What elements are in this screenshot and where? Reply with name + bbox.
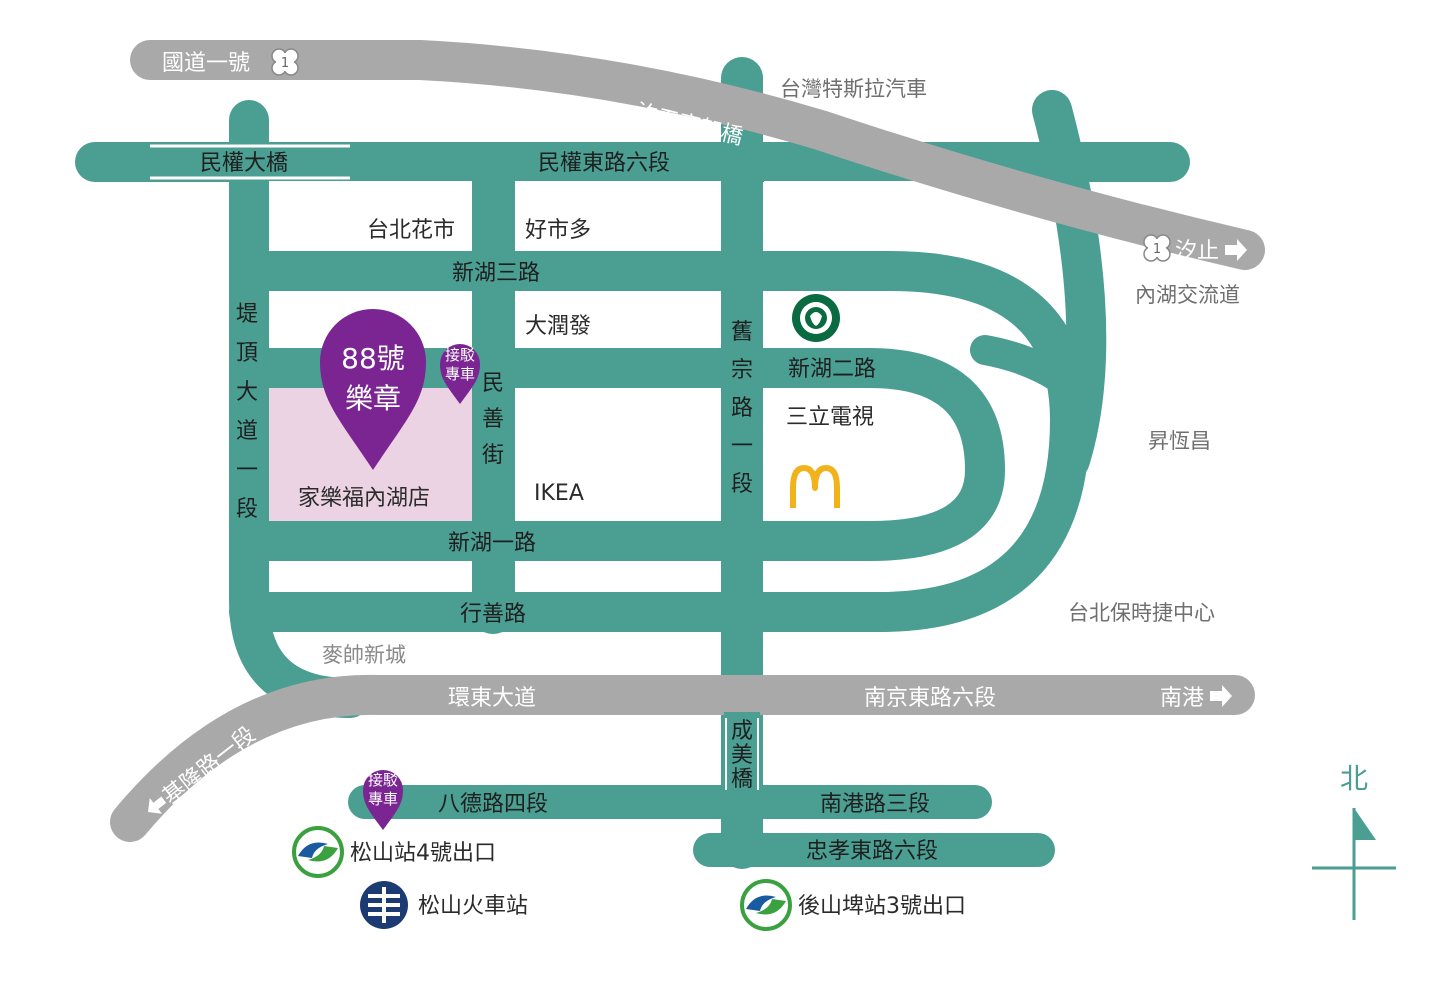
label-xinhu-1st-rd: 新湖一路 [448,531,536,556]
mcdonalds-logo [790,465,840,508]
road-ramp-arc [970,335,1090,405]
tra-logo [360,881,408,929]
label-minshan-st: 民善街 [482,371,504,468]
label-songshan-exit4: 松山站4號出口 [350,841,496,866]
svg-text:民善街: 民善街 [482,371,504,468]
label-tesla: 台灣特斯拉汽車 [780,77,927,101]
label-taipei-porsche: 台北保時捷中心 [1068,601,1215,625]
svg-text:專車: 專車 [368,790,398,808]
label-rt-mart: 大潤發 [525,314,591,339]
label-songshan-train: 松山火車站 [418,894,528,919]
starbucks-logo [792,294,840,342]
label-neihu-interchange: 內湖交流道 [1135,283,1240,307]
highway-shield-icon: 1 [271,48,299,76]
highway-huandong [110,674,1255,842]
pin-main-location: 88號 樂章 [320,309,426,470]
label-diding-ave: 堤頂大道一段 [236,302,258,522]
road-east-arc [1032,90,1107,480]
label-minquan-bridge: 民權大橋 [200,151,288,176]
highway-national [130,40,1265,270]
svg-text:接駁: 接駁 [445,346,475,364]
label-chengmei-bridge: 成美橋 [731,719,753,792]
label-nangang-rd: 南港路三段 [820,792,930,817]
label-xinhu-3rd-rd: 新湖三路 [452,261,540,286]
road-network [75,57,1190,869]
label-minquan-e-rd: 民權東路六段 [538,151,670,176]
label-huandong-blvd: 環東大道 [448,686,536,711]
road-xinhu2-loop [722,348,1006,561]
pin-main-line2: 樂章 [345,382,401,415]
metro-logo [292,826,344,878]
arrow-right-icon [1210,685,1232,707]
metro-logo [740,879,792,931]
label-carrefour: 家樂福內湖店 [298,486,430,511]
label-jiuzong-rd: 舊宗路一段 [731,320,753,497]
bridge-minquan [150,144,350,180]
label-taipei-flower-market: 台北花市 [367,218,455,243]
label-nangang: 南港 [1160,686,1204,711]
label-zhongxiao-e-rd: 忠孝東路六段 [806,839,938,864]
label-bade-rd: 八德路四段 [438,792,548,817]
label-xizhi-exit: 汐止 [1175,239,1219,264]
highway-shield-icon: 1 [1143,234,1171,262]
north-arrow-icon: 北 [1312,762,1396,920]
pin-shuttle-neihu: 接駁 專車 [440,344,480,404]
pin-shuttle-songshan: 接駁 專車 [363,770,403,830]
svg-text:專車: 專車 [445,365,475,383]
svg-text:北: 北 [1340,762,1368,795]
label-xingshan-rd: 行善路 [460,602,526,627]
svg-text:成美橋: 成美橋 [731,719,753,792]
label-sheng-heng-chang: 昇恆昌 [1148,429,1211,453]
svg-text:堤頂大道一段: 堤頂大道一段 [236,302,258,522]
label-nanjing-e-rd: 南京東路六段 [864,686,996,711]
label-xinhu-2nd-rd: 新湖二路 [788,357,876,382]
arrow-left-icon [148,796,167,814]
label-ikea: IKEA [534,481,584,506]
bridge-chengmei [724,712,760,792]
svg-text:舊宗路一段: 舊宗路一段 [731,320,753,497]
label-national-highway: 國道一號 [162,51,250,76]
pin-main-line1: 88號 [341,342,405,375]
label-sanlih-tv: 三立電視 [786,405,874,430]
label-costco: 好市多 [525,218,591,243]
svg-text:接駁: 接駁 [368,771,398,789]
arrow-right-icon [1225,239,1247,261]
svg-text:1: 1 [281,56,289,71]
highways [110,40,1265,842]
svg-text:1: 1 [1153,242,1161,257]
label-houshanpi-exit3: 後山埤站3號出口 [798,894,966,919]
label-maishuai-xincheng: 麥帥新城 [322,643,406,667]
